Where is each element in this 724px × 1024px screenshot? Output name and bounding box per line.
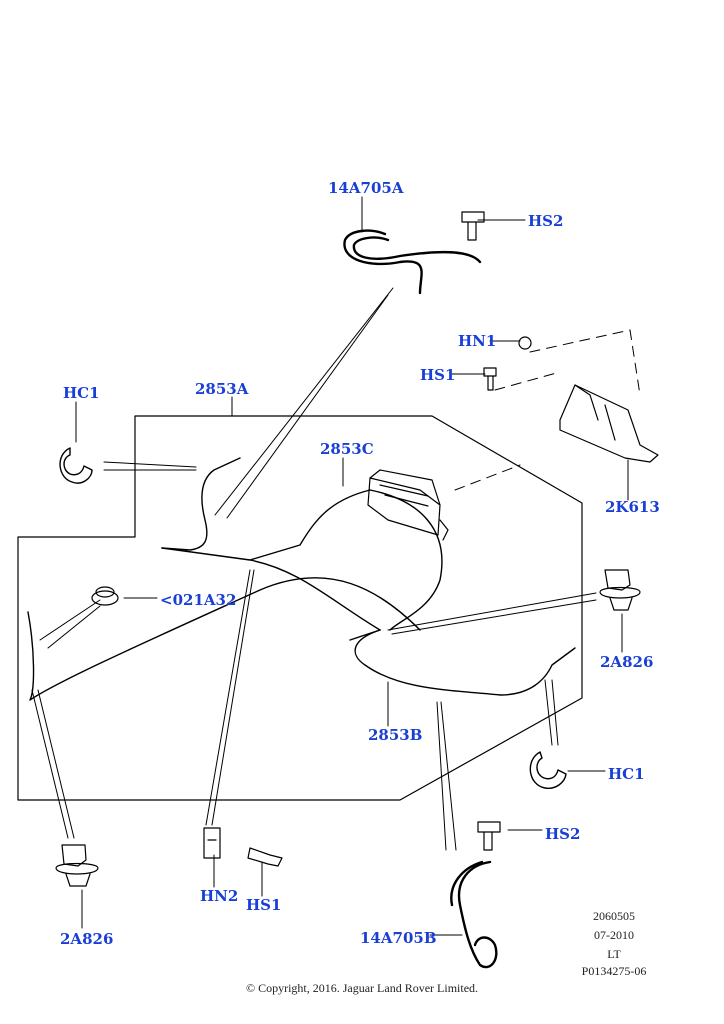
bolt-lower (477, 821, 501, 851)
bracket-region-dashed (454, 329, 641, 491)
label-cable-front: 2853A (195, 380, 249, 398)
copyright-notice: © Copyright, 2016. Jaguar Land Rover Lim… (245, 981, 479, 995)
label-screw-upper: HS1 (420, 366, 456, 384)
label-screw-lower: HS1 (246, 896, 282, 914)
label-clip-right-ring: HC1 (608, 765, 645, 783)
diagram-date: 07-2010 (594, 928, 634, 942)
label-cable-mid: 2853C (320, 440, 374, 458)
nut-upper (518, 336, 532, 350)
leader-lines (31, 196, 629, 936)
clip-nut-lower (203, 827, 221, 859)
brake-control-module (367, 469, 449, 541)
label-bolt-lower: HS2 (545, 825, 581, 843)
clip-ring-right (529, 751, 567, 789)
diagram-code: 2060505 (593, 909, 635, 923)
label-nut-upper: HN1 (458, 332, 497, 350)
label-clip-left: HC1 (63, 384, 100, 402)
grommet (91, 586, 119, 606)
clip-ring-left (59, 447, 93, 484)
label-hose-upper: 14A705A (328, 179, 404, 197)
bolt-upper (461, 211, 485, 241)
push-clip-right (599, 569, 641, 611)
label-clip-left-pair: 2A826 (60, 930, 114, 948)
mounting-bracket (559, 384, 659, 463)
diagram-region: LT (607, 947, 621, 961)
label-bracket: 2K613 (605, 498, 660, 516)
screw-lower (247, 847, 283, 867)
label-nut-lower: HN2 (200, 887, 239, 905)
label-clip-right-pair: 2A826 (600, 653, 654, 671)
label-cable-rear: 2853B (368, 726, 423, 744)
label-hose-lower: 14A705B (360, 929, 437, 947)
screw-upper (483, 367, 497, 391)
push-clip-left (55, 844, 99, 887)
label-grommet: <021A32 (160, 591, 237, 609)
hose-upper (343, 229, 482, 295)
label-bolt-upper: HS2 (528, 212, 564, 230)
assembly-outline (17, 415, 583, 801)
diagram-part-number: P0134275-06 (581, 964, 647, 978)
brake-cables (27, 457, 576, 701)
hose-lower (450, 860, 498, 969)
